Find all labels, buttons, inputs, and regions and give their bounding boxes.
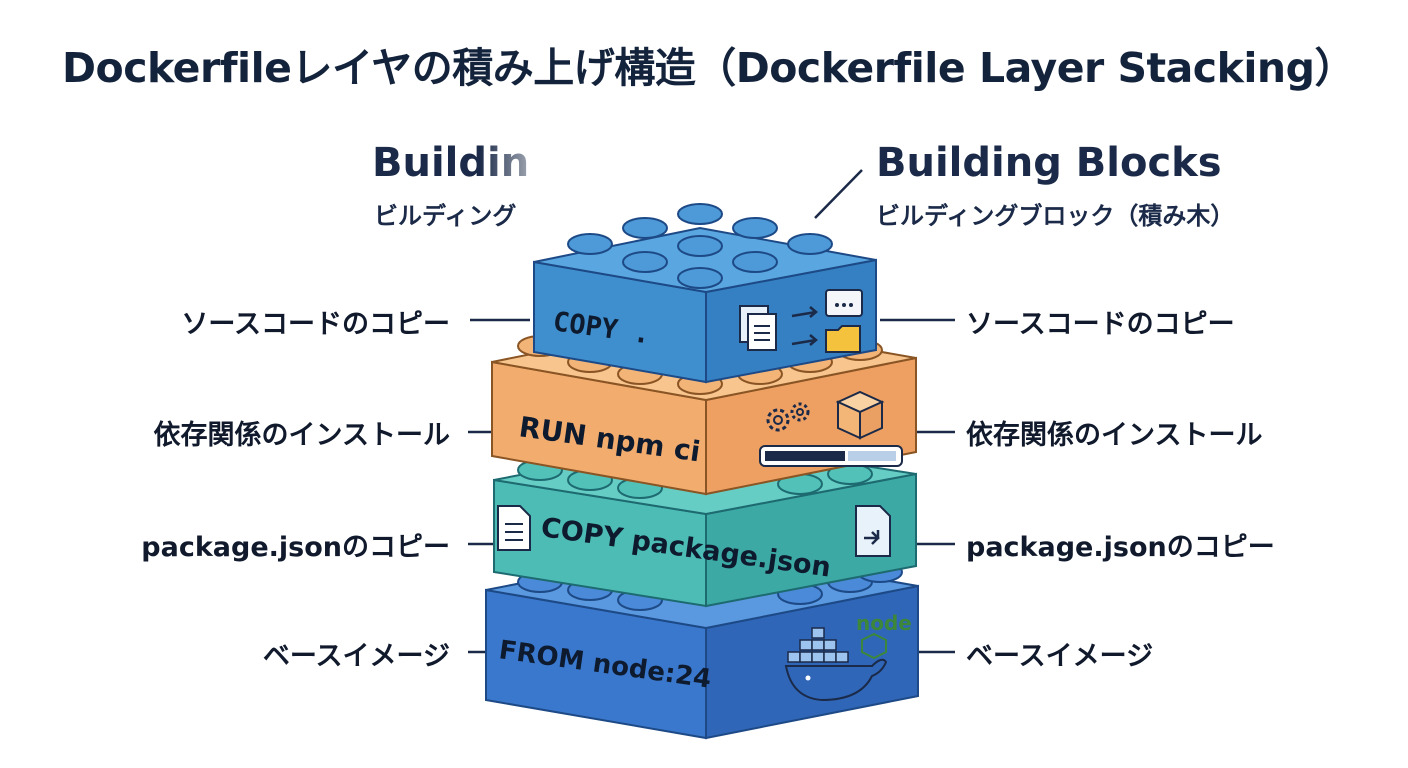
layer-copy-source-studs — [567, 203, 833, 289]
docker-whale-icon — [784, 627, 888, 702]
progress-bar-icon — [759, 445, 903, 467]
header-left-subtitle: ビルディング — [374, 202, 517, 230]
folder-icon — [825, 325, 861, 353]
file-arrow-icon — [855, 505, 891, 557]
label-left-base-image: ベースイメージ — [262, 641, 450, 672]
label-right-npm-install: 依存関係のインストール — [966, 420, 1263, 451]
label-right-copy-source: ソースコードのコピー — [966, 309, 1235, 340]
label-right-base-image: ベースイメージ — [966, 641, 1154, 672]
file-icon — [497, 505, 531, 551]
page-title: Dockerfileレイヤの積み上げ構造（Dockerfile Layer St… — [62, 44, 1355, 92]
label-left-copy-source: ソースコードのコピー — [181, 309, 450, 340]
label-left-copy-package: package.jsonのコピー — [141, 532, 450, 563]
box-icon — [835, 390, 885, 440]
header-right-subtitle: ビルディングブロック（積み木） — [876, 202, 1235, 230]
window-icon — [825, 289, 863, 317]
gears-icon — [766, 402, 810, 432]
header-right-title: Building Blocks — [876, 140, 1222, 186]
node-logo-text: node — [856, 611, 912, 635]
label-right-copy-package: package.jsonのコピー — [966, 532, 1275, 563]
label-left-npm-install: 依存関係のインストール — [153, 420, 450, 451]
arrow-icons — [791, 306, 818, 346]
node-logo-icon: node — [856, 611, 912, 660]
documents-icon — [739, 305, 777, 351]
